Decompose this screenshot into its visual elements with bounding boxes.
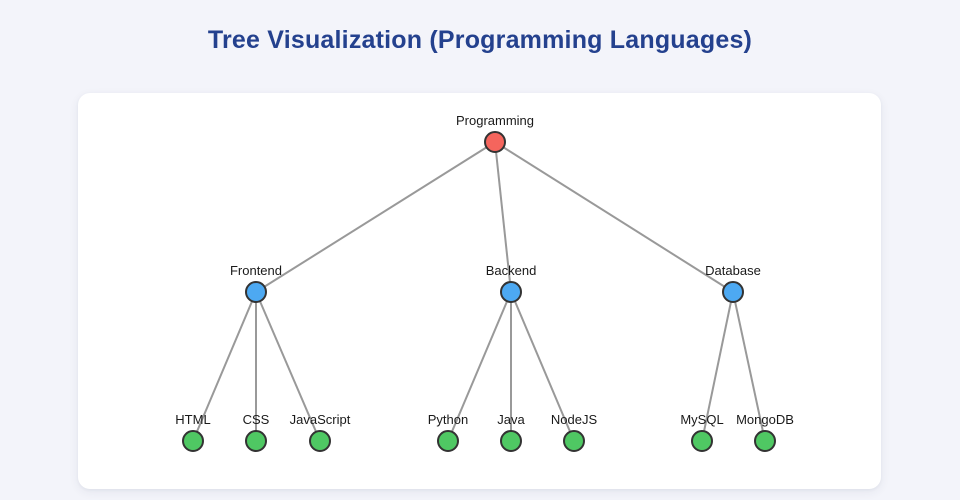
- tree-edge: [494, 141, 734, 293]
- tree-edges-layer: [192, 141, 766, 442]
- node-mongodb[interactable]: [754, 430, 776, 452]
- node-label-frontend: Frontend: [230, 263, 282, 278]
- node-label-programming: Programming: [456, 113, 534, 128]
- tree-edge: [255, 141, 496, 293]
- tree-edge: [447, 291, 512, 442]
- node-label-html: HTML: [175, 412, 210, 427]
- node-mysql[interactable]: [691, 430, 713, 452]
- node-java[interactable]: [500, 430, 522, 452]
- tree-edge: [192, 291, 257, 442]
- node-label-backend: Backend: [486, 263, 537, 278]
- node-css[interactable]: [245, 430, 267, 452]
- node-label-python: Python: [428, 412, 468, 427]
- tree-nodes-layer: [182, 131, 776, 452]
- tree-edge: [510, 291, 575, 442]
- node-programming[interactable]: [484, 131, 506, 153]
- tree-edge: [255, 291, 321, 442]
- node-label-database: Database: [705, 263, 761, 278]
- node-database[interactable]: [722, 281, 744, 303]
- node-label-mysql: MySQL: [680, 412, 723, 427]
- node-backend[interactable]: [500, 281, 522, 303]
- node-label-css: CSS: [243, 412, 270, 427]
- page-title: Tree Visualization (Programming Language…: [207, 26, 753, 54]
- tree-edge: [732, 291, 766, 442]
- node-label-nodejs: NodeJS: [551, 412, 598, 427]
- node-javascript[interactable]: [309, 430, 331, 452]
- node-label-javascript: JavaScript: [290, 412, 351, 427]
- node-frontend[interactable]: [245, 281, 267, 303]
- node-label-java: Java: [497, 412, 525, 427]
- node-html[interactable]: [182, 430, 204, 452]
- node-nodejs[interactable]: [563, 430, 585, 452]
- tree-edge: [701, 291, 734, 442]
- node-label-mongodb: MongoDB: [736, 412, 794, 427]
- tree-edge: [494, 141, 512, 293]
- node-python[interactable]: [437, 430, 459, 452]
